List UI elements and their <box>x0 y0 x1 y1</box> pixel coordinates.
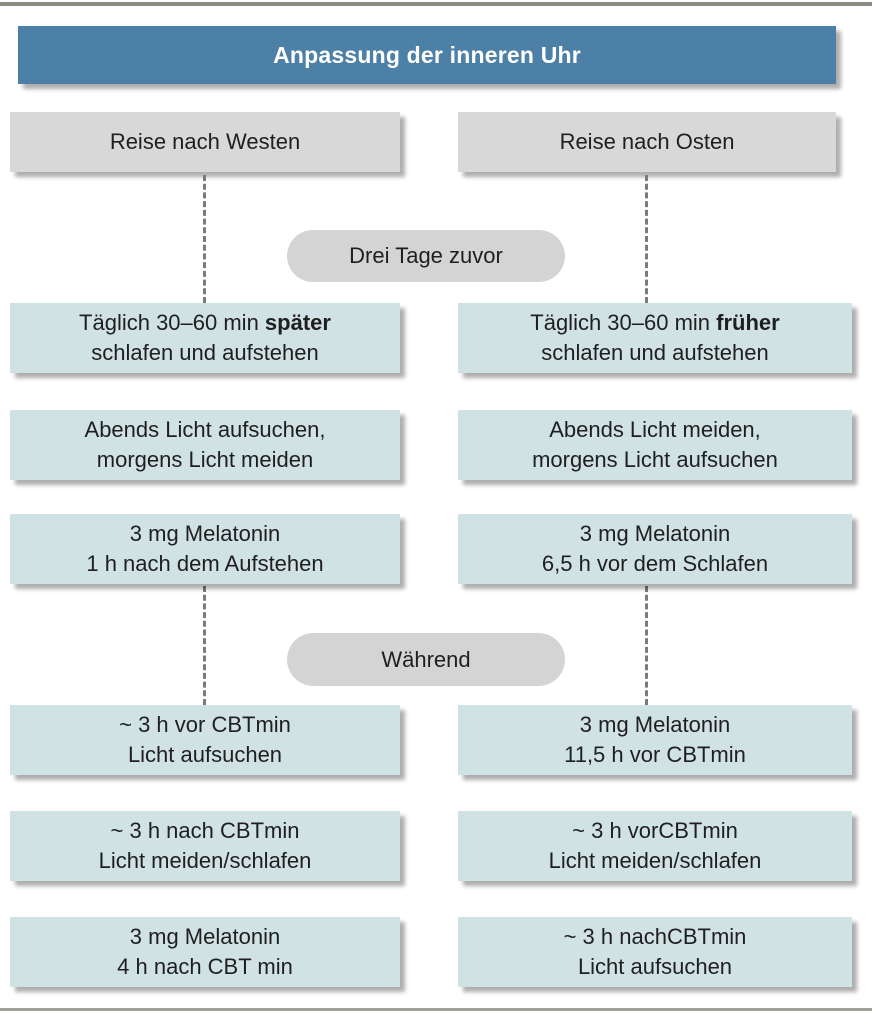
box-text-line: 6,5 h vor dem Schlafen <box>541 551 769 576</box>
phase-pill-during-label: Während <box>381 646 471 672</box>
box-text-line: schlafen und aufstehen <box>91 340 319 365</box>
box-west-sleep-shift: Täglich 30–60 min später schlafen und au… <box>10 303 400 373</box>
box-east-melatonin-during: 3 mg Melatonin 11,5 h vor CBTmin <box>458 705 852 775</box>
box-text-line: 3 mg Melatonin <box>129 924 281 949</box>
column-header-east-label: Reise nach Osten <box>559 129 735 154</box>
connector-dashed-line-west-upper <box>203 175 206 303</box>
box-text-segment: Täglich 30–60 min <box>530 310 717 335</box>
box-east-light-before-cbtmin: ~ 3 h vorCBTmin Licht meiden/schlafen <box>458 811 852 881</box>
box-text-line: ~ 3 h vorCBTmin <box>572 818 738 843</box>
box-text-line: 3 mg Melatonin <box>129 521 281 546</box>
connector-dashed-line-west-lower <box>203 586 206 705</box>
phase-pill-during: Während <box>287 633 565 686</box>
box-west-light-after-cbtmin: ~ 3 h nach CBTmin Licht meiden/schlafen <box>10 811 400 881</box>
box-text-line: 4 h nach CBT min <box>117 954 293 979</box>
box-east-melatonin-before: 3 mg Melatonin 6,5 h vor dem Schlafen <box>458 514 852 584</box>
box-text-line: ~ 3 h vor CBTmin <box>119 712 291 737</box>
box-text-line: Abends Licht meiden, <box>549 417 761 442</box>
box-text-line: Licht aufsuchen <box>127 742 283 767</box>
box-text-line: ~ 3 h nach CBTmin <box>110 818 300 843</box>
box-east-light-evening: Abends Licht meiden, morgens Licht aufsu… <box>458 410 852 480</box>
box-text-line: Licht aufsuchen <box>577 954 733 979</box>
box-text-line: Täglich 30–60 min früher <box>530 308 779 338</box>
box-text-line: 11,5 h vor CBTmin <box>564 742 746 767</box>
box-west-melatonin-during: 3 mg Melatonin 4 h nach CBT min <box>10 917 400 987</box>
box-text-line: ~ 3 h nachCBTmin <box>563 924 747 949</box>
box-text-line: Licht meiden/schlafen <box>98 848 312 873</box>
connector-dashed-line-east-lower <box>645 586 648 705</box>
box-east-light-after-cbtmin: ~ 3 h nachCBTmin Licht aufsuchen <box>458 917 852 987</box>
emphasis-text: später <box>264 310 331 335</box>
emphasis-text: früher <box>716 310 780 335</box>
box-text-line: morgens Licht aufsuchen <box>532 447 778 472</box>
box-text-line: Täglich 30–60 min später <box>79 308 331 338</box>
box-text-line: 1 h nach dem Aufstehen <box>86 551 324 576</box>
box-text-segment: Täglich 30–60 min <box>79 310 265 335</box>
box-west-light-before-cbtmin: ~ 3 h vor CBTmin Licht aufsuchen <box>10 705 400 775</box>
connector-dashed-line-east-upper <box>645 175 648 303</box>
box-text-line: schlafen und aufstehen <box>541 340 769 365</box>
box-text-line: Abends Licht aufsuchen, <box>84 417 326 442</box>
box-west-melatonin-before: 3 mg Melatonin 1 h nach dem Aufstehen <box>10 514 400 584</box>
box-text-line: 3 mg Melatonin <box>579 521 731 546</box>
box-east-sleep-shift: Täglich 30–60 min früher schlafen und au… <box>458 303 852 373</box>
box-text-line: Licht meiden/schlafen <box>548 848 762 873</box>
top-border-rule <box>0 2 872 6</box>
diagram-title: Anpassung der inneren Uhr <box>18 26 836 84</box>
box-text-line: morgens Licht meiden <box>96 447 314 472</box>
box-west-light-evening: Abends Licht aufsuchen, morgens Licht me… <box>10 410 400 480</box>
column-header-west-label: Reise nach Westen <box>109 129 301 154</box>
phase-pill-before-label: Drei Tage zuvor <box>349 243 503 268</box>
phase-pill-three-days-before: Drei Tage zuvor <box>287 230 565 282</box>
bottom-border-rule <box>0 1008 872 1011</box>
column-header-east: Reise nach Osten <box>458 112 836 172</box>
box-text-line: 3 mg Melatonin <box>579 712 731 737</box>
column-header-west: Reise nach Westen <box>10 112 400 172</box>
diagram-title-text: Anpassung der inneren Uhr <box>273 41 581 68</box>
